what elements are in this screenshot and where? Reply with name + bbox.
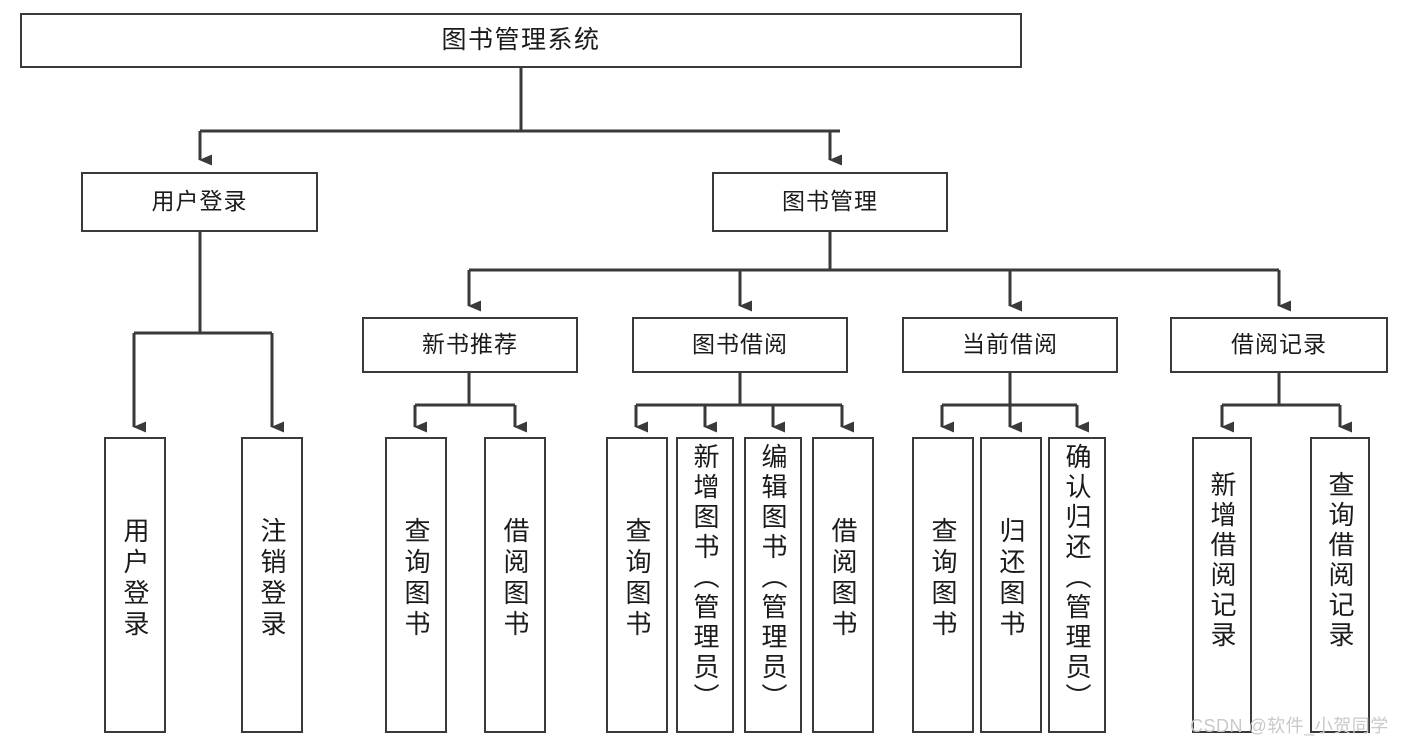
leaf-edit-book[interactable]: 编辑图书（管理员） <box>744 437 802 733</box>
leaf-user-logout[interactable]: 注销登录 <box>241 437 303 733</box>
node-current-borrow[interactable]: 当前借阅 <box>902 317 1118 373</box>
node-label: 归还图书 <box>996 517 1026 641</box>
leaf-borrow-book-recommend[interactable]: 借阅图书 <box>484 437 546 733</box>
leaf-return-book[interactable]: 归还图书 <box>980 437 1042 733</box>
leaf-confirm-return[interactable]: 确认归还（管理员） <box>1048 437 1106 733</box>
node-label: 用户登录 <box>120 517 150 641</box>
node-label: 新增图书（管理员） <box>690 443 720 713</box>
leaf-add-borrow-record[interactable]: 新增借阅记录 <box>1192 437 1252 733</box>
node-borrow-record[interactable]: 借阅记录 <box>1170 317 1388 373</box>
node-label: 查询图书 <box>401 517 431 641</box>
node-user-login[interactable]: 用户登录 <box>81 172 318 232</box>
node-label: 当前借阅 <box>962 331 1058 358</box>
node-label: 确认归还（管理员） <box>1062 443 1092 713</box>
node-label: 图书借阅 <box>692 331 788 358</box>
leaf-query-book-borrow[interactable]: 查询图书 <box>606 437 668 733</box>
node-label: 图书管理 <box>782 188 878 215</box>
node-root-system[interactable]: 图书管理系统 <box>20 13 1022 68</box>
node-label: 查询图书 <box>622 517 652 641</box>
node-book-manage[interactable]: 图书管理 <box>712 172 948 232</box>
node-label: 注销登录 <box>257 517 287 641</box>
node-book-borrow[interactable]: 图书借阅 <box>632 317 848 373</box>
node-label: 用户登录 <box>151 188 248 215</box>
leaf-query-borrow-record[interactable]: 查询借阅记录 <box>1310 437 1370 733</box>
node-label: 新书推荐 <box>422 331 518 358</box>
node-label: 查询借阅记录 <box>1325 471 1355 651</box>
node-new-book-recommend[interactable]: 新书推荐 <box>362 317 578 373</box>
node-label: 图书管理系统 <box>441 25 601 54</box>
node-label: 新增借阅记录 <box>1207 471 1237 651</box>
leaf-query-book-recommend[interactable]: 查询图书 <box>385 437 447 733</box>
leaf-add-book[interactable]: 新增图书（管理员） <box>676 437 734 733</box>
node-label: 借阅记录 <box>1231 331 1327 358</box>
node-label: 查询图书 <box>928 517 958 641</box>
leaf-borrow-book-borrow[interactable]: 借阅图书 <box>812 437 874 733</box>
leaf-query-book-current[interactable]: 查询图书 <box>912 437 974 733</box>
node-label: 编辑图书（管理员） <box>758 443 788 713</box>
node-label: 借阅图书 <box>828 517 858 641</box>
node-label: 借阅图书 <box>500 517 530 641</box>
leaf-user-login[interactable]: 用户登录 <box>104 437 166 733</box>
